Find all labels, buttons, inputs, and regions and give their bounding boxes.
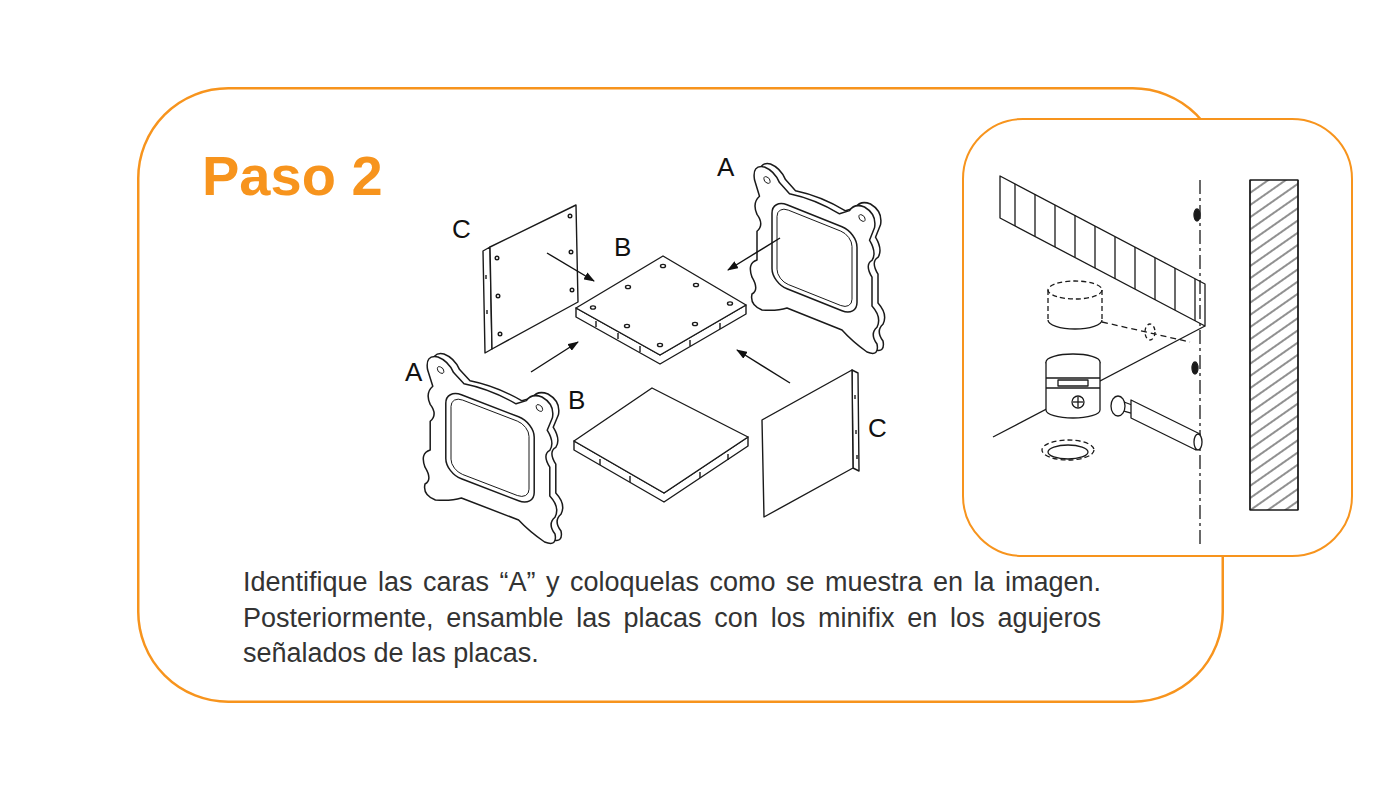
instruction-text: Identifique las caras “A” y coloquelas c… bbox=[243, 565, 1101, 672]
panel-c-upper bbox=[483, 205, 578, 353]
face-a-lower bbox=[423, 348, 562, 546]
minifix-detail bbox=[993, 176, 1298, 545]
part-label: C bbox=[452, 216, 471, 242]
part-label: C bbox=[868, 415, 887, 441]
part-label: A bbox=[405, 359, 422, 385]
face-a-upper bbox=[750, 158, 884, 356]
plate-b-upper bbox=[576, 256, 746, 364]
part-label: A bbox=[717, 154, 734, 180]
part-label: B bbox=[568, 387, 585, 413]
step-panel: Paso 2 Identifique las caras “A” y coloqu… bbox=[137, 87, 1224, 703]
step-title: Paso 2 bbox=[202, 148, 383, 204]
part-label: B bbox=[614, 234, 631, 260]
panel-c-lower bbox=[762, 370, 859, 517]
plate-b-lower bbox=[574, 388, 748, 502]
assembly-arrows bbox=[531, 238, 790, 383]
detail-inset bbox=[963, 119, 1352, 556]
